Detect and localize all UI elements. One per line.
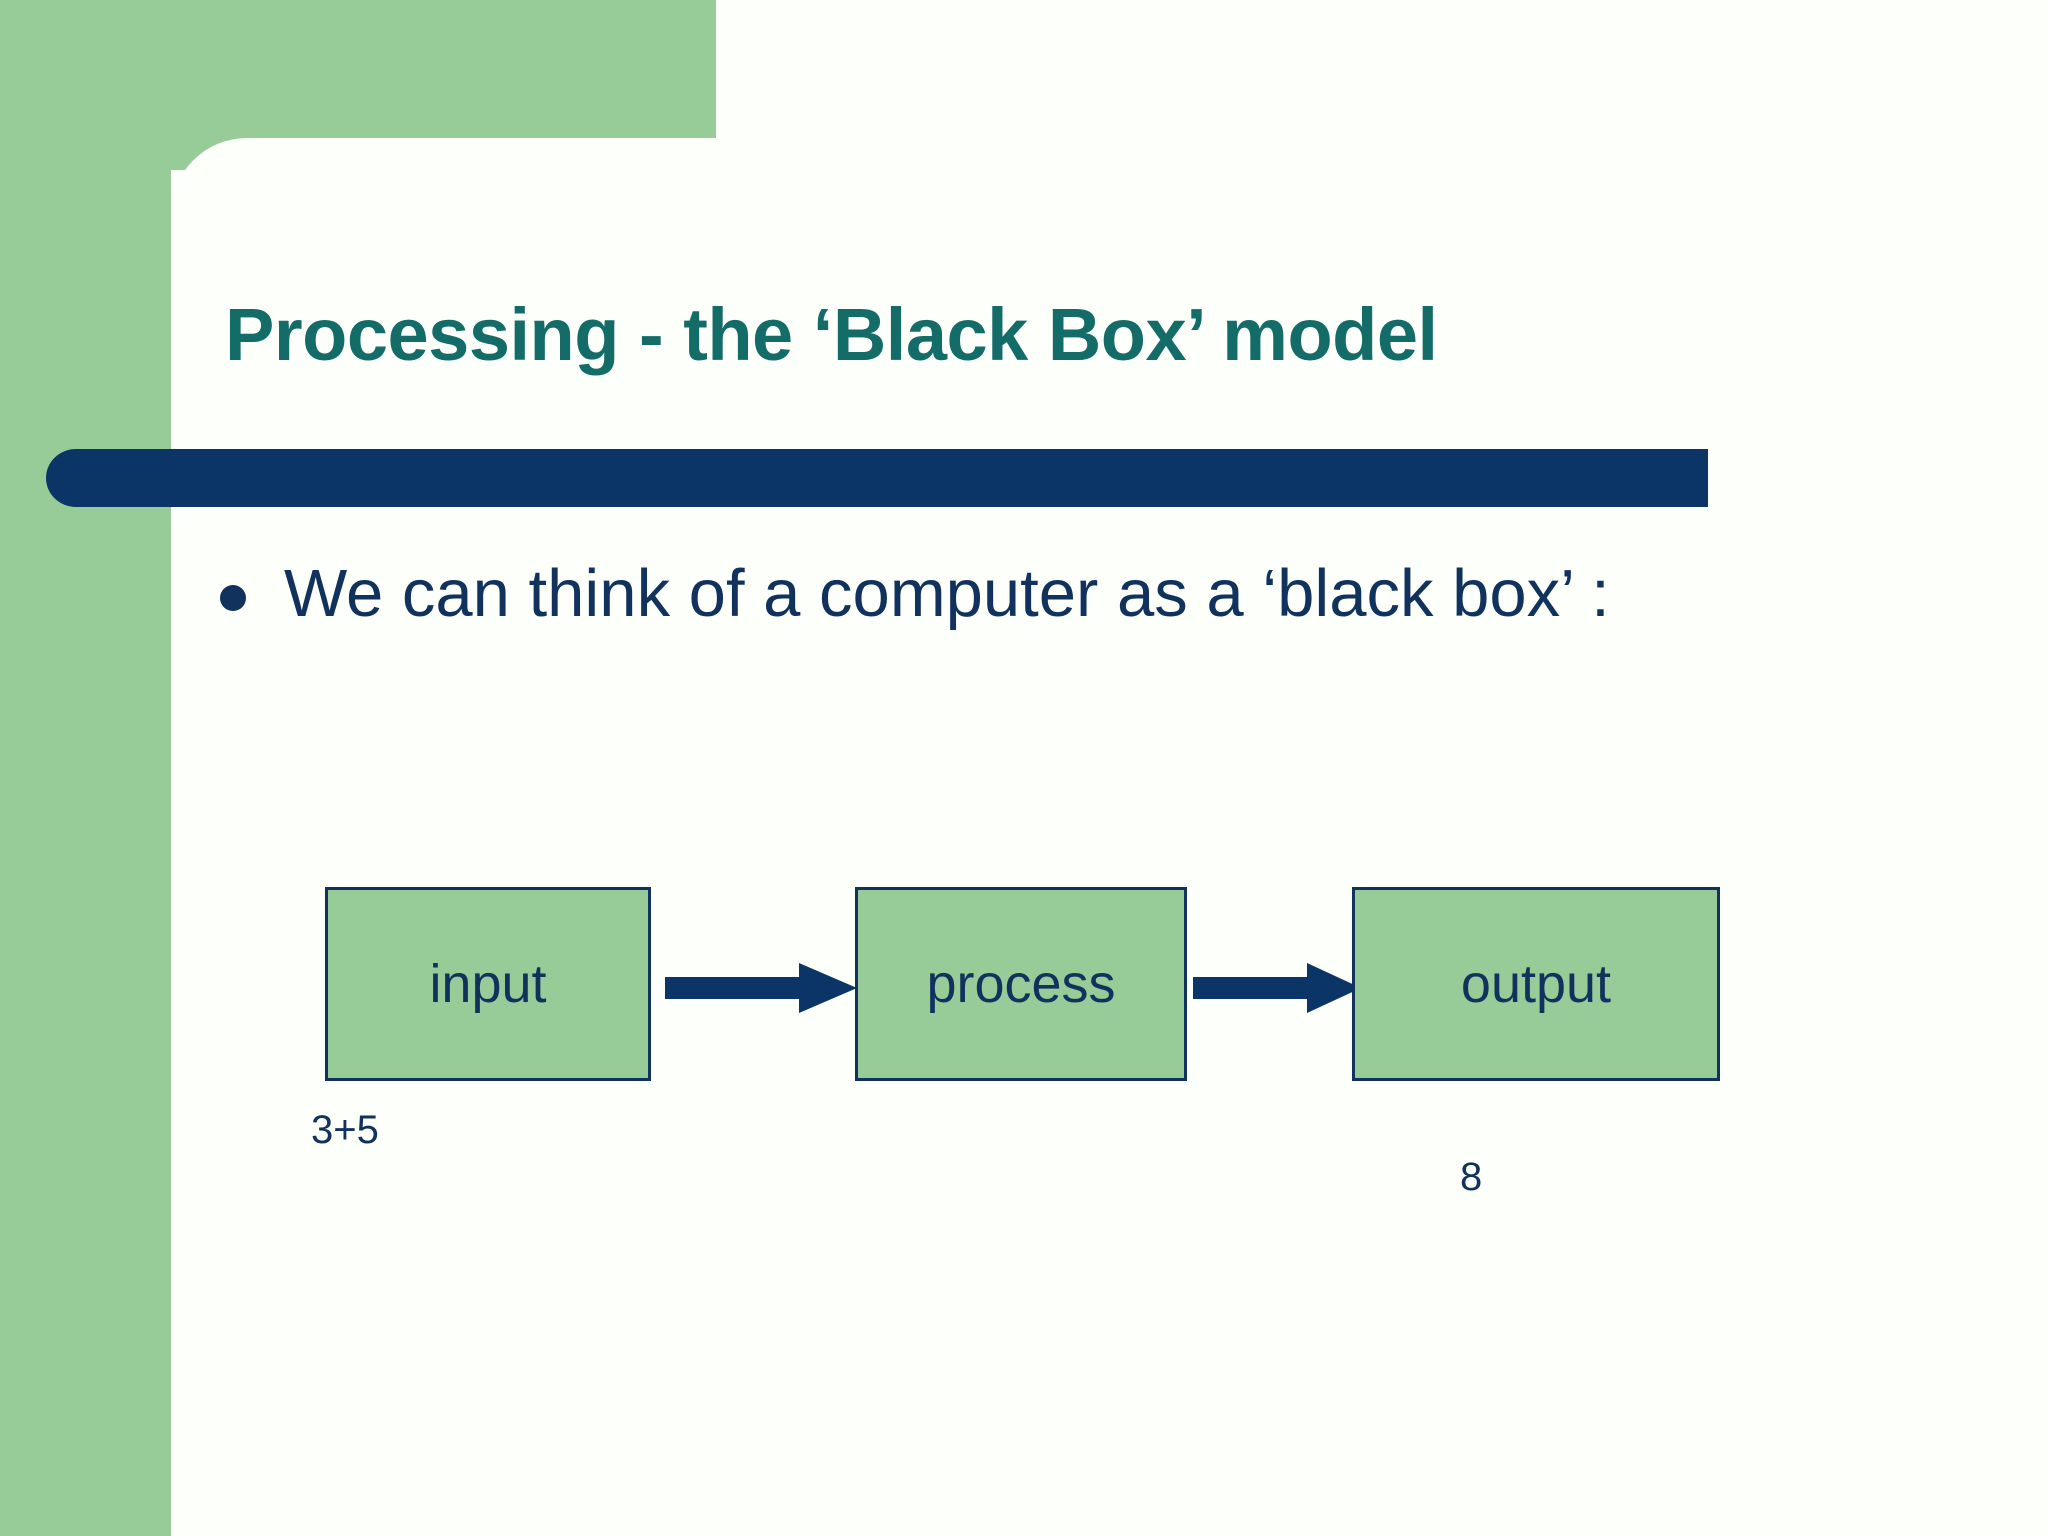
arrow-right-icon	[665, 963, 857, 1013]
panel-rounded-corner	[171, 138, 717, 258]
flow-box-input-label: input	[429, 954, 547, 1014]
page-title: Processing - the ‘Black Box’ model	[225, 293, 1438, 376]
title-underline-bar	[46, 449, 1708, 507]
flow-box-process: process	[855, 887, 1187, 1081]
flow-box-output-label: output	[1460, 954, 1612, 1014]
white-content-panel	[171, 170, 2048, 1536]
output-example-label: 8	[1460, 1155, 1483, 1199]
bullet-item-label: We can think of a computer as a ‘black b…	[284, 556, 1610, 631]
flow-box-process-label: process	[926, 954, 1116, 1014]
flow-box-input: input	[325, 887, 651, 1081]
bullet-dot-icon	[220, 585, 246, 611]
green-left-strip	[0, 0, 171, 1536]
bullet-list-item: We can think of a computer as a ‘black b…	[220, 555, 1920, 633]
arrow-right-icon	[1193, 963, 1361, 1013]
input-example-label: 3+5	[311, 1108, 379, 1152]
flow-box-output: output	[1352, 887, 1720, 1081]
